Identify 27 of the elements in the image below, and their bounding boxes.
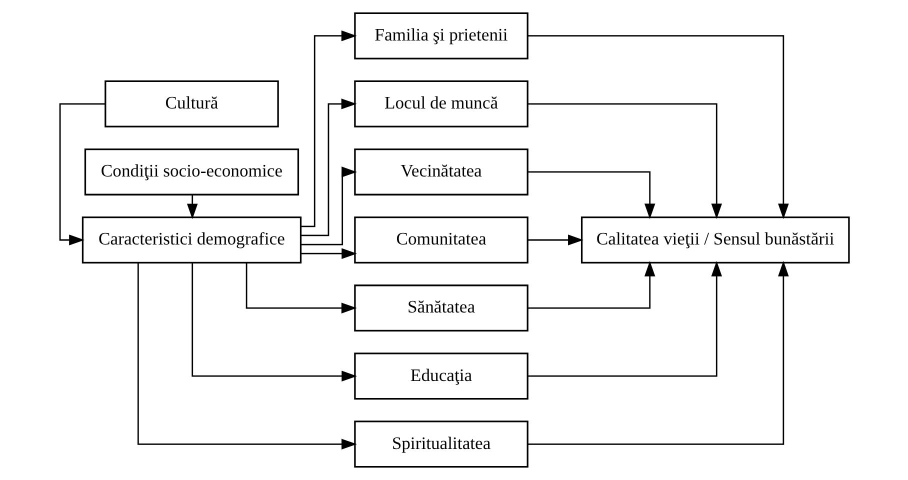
arrow [300,248,356,259]
node-box: Caracteristici demografice [81,216,302,264]
arrow [527,103,722,219]
arrow [300,30,356,228]
node-box: Spiritualitatea [354,420,528,468]
arrow [527,260,655,309]
node-box: Cultură [104,80,278,128]
node-box: Comunitatea [354,216,528,264]
node-box: Vecinătatea [354,148,528,196]
arrow [136,263,356,450]
node-box: Calitatea vieţii / Sensul bunăstării [580,216,850,264]
arrow [191,263,357,382]
arrow [527,261,722,377]
arrow [300,98,356,236]
arrow [300,166,356,246]
node-box: Condiţii socio-economice [84,148,299,196]
arrow [527,260,788,445]
arrow [527,35,788,220]
arrow [245,263,356,314]
arrow [58,103,105,246]
node-box: Sănătatea [354,284,528,332]
arrow [186,194,198,220]
arrow [527,234,583,246]
node-box: Locul de muncă [354,80,528,128]
node-box: Familia şi prietenii [354,12,528,60]
arrow [527,171,655,220]
node-box: Educaţia [354,352,528,400]
